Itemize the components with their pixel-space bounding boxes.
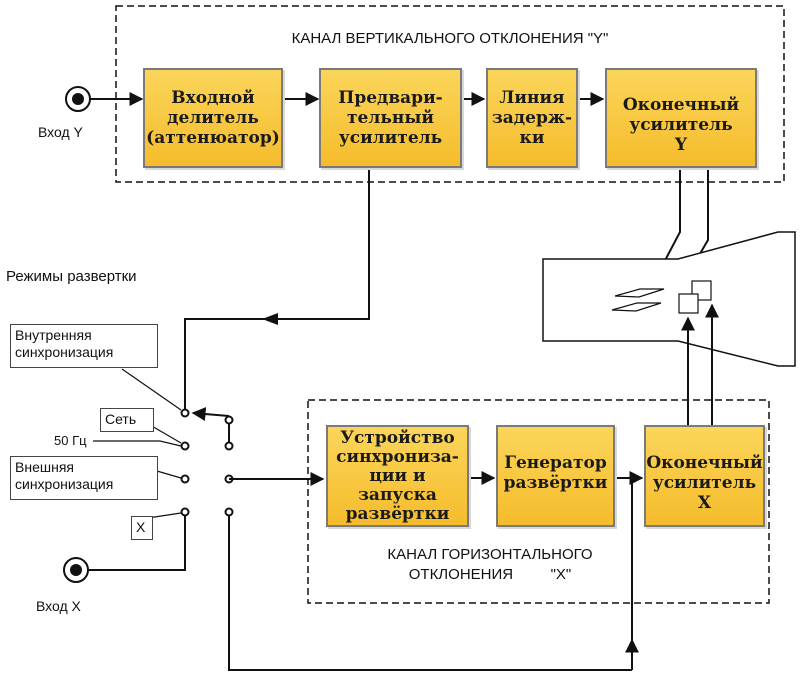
mains-label: Сеть (100, 408, 154, 432)
channel-x-title-line2: ОТКЛОНЕНИЯ "X" (408, 566, 572, 583)
external-sync-label: Внешняя синхронизация (10, 456, 158, 500)
preamp-block: Предвари- тельный усилитель (319, 68, 462, 168)
sweep-mode-switch (180, 408, 234, 517)
channel-y-frame (115, 5, 785, 183)
sweep-modes-title: Режимы развертки (6, 268, 137, 285)
input-y-connector (65, 86, 91, 112)
input-divider-block: Входной делитель (аттенюатор) (143, 68, 283, 168)
channel-x-frame (307, 399, 770, 604)
crt-tube (542, 231, 796, 367)
channel-x-title-line1: КАНАЛ ГОРИЗОНТАЛЬНОГО (387, 546, 593, 563)
input-x-label: Вход X (36, 598, 81, 614)
final-amp-y-block: Оконечный усилитель Y (605, 68, 757, 168)
channel-y-title: КАНАЛ ВЕРТИКАЛЬНОГО ОТКЛОНЕНИЯ "Y" (291, 30, 609, 47)
delay-line-block: Линия задерж- ки (486, 68, 578, 168)
x-deflection-plates (678, 280, 712, 314)
input-y-label: Вход Y (38, 124, 83, 140)
sweep-generator-block: Генератор развёртки (496, 425, 615, 527)
sync-device-block: Устройство синхрониза- ции и запуска раз… (326, 425, 469, 527)
input-x-connector (63, 557, 89, 583)
mains-frequency-label: 50 Гц (54, 433, 87, 448)
y-deflection-plates (614, 288, 665, 298)
internal-sync-label: Внутренняя синхронизация (10, 324, 158, 368)
x-mode-label: X (131, 516, 153, 540)
final-amp-x-block: Оконечный усилитель X (644, 425, 765, 527)
